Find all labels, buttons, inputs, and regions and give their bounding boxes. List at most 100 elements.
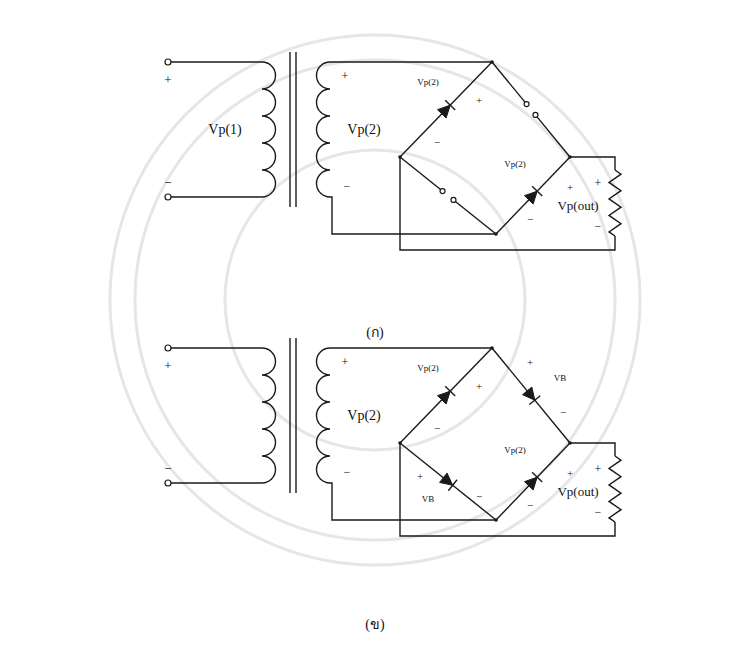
diode-symbol xyxy=(525,191,538,204)
open-diode-lead xyxy=(455,201,496,234)
diode-bar xyxy=(448,480,457,491)
junction-dot xyxy=(398,155,402,159)
wire xyxy=(171,347,262,348)
wire xyxy=(330,347,492,348)
open-contact xyxy=(440,189,445,194)
wire xyxy=(400,443,615,536)
junction-dot xyxy=(568,441,572,445)
polarity-mark: + xyxy=(595,463,602,475)
signal-label: Vp(2) xyxy=(347,123,380,137)
polarity-mark: − xyxy=(527,214,533,225)
watermark-ring xyxy=(110,35,640,565)
diode-bar xyxy=(529,396,540,405)
wire xyxy=(570,443,615,456)
wire xyxy=(400,157,615,250)
diode-lead xyxy=(400,348,492,443)
transformer-winding xyxy=(262,348,276,483)
junction-dot xyxy=(568,155,572,159)
polarity-mark: + xyxy=(476,95,482,106)
junction-dot xyxy=(490,346,494,350)
polarity-mark: + xyxy=(567,182,573,193)
polarity-mark: − xyxy=(434,423,440,434)
polarity-mark: + xyxy=(476,381,482,392)
transformer-winding xyxy=(262,62,276,197)
polarity-mark: − xyxy=(560,407,566,418)
transformer-winding xyxy=(317,62,331,197)
wire xyxy=(171,61,262,62)
input-terminal xyxy=(165,345,171,351)
transformer-core xyxy=(289,338,290,493)
wire xyxy=(330,197,496,234)
load-resistor xyxy=(609,456,621,522)
diode-symbol xyxy=(438,105,451,118)
signal-label: (ข) xyxy=(365,618,384,632)
junction-dot xyxy=(398,441,402,445)
signal-label: Vp(1) xyxy=(208,123,241,137)
diode-symbol xyxy=(525,477,538,490)
polarity-mark: − xyxy=(476,491,482,502)
diode-lead xyxy=(492,348,570,443)
open-diode-lead xyxy=(537,117,570,157)
polarity-mark: Vp(2) xyxy=(417,78,439,87)
diode-bar xyxy=(445,386,455,396)
diode-bar xyxy=(445,100,455,110)
diode-lead xyxy=(496,157,570,234)
polarity-mark: Vp(2) xyxy=(417,364,439,373)
polarity-mark: + xyxy=(567,468,573,479)
polarity-mark: − xyxy=(344,180,351,192)
wire xyxy=(330,483,496,520)
wire xyxy=(570,157,615,170)
open-diode-lead xyxy=(492,62,525,102)
open-contact xyxy=(533,112,538,117)
signal-label: Vp(2) xyxy=(347,409,380,423)
junction-dot xyxy=(494,232,498,236)
diode-lead xyxy=(400,62,492,157)
load-resistor xyxy=(609,170,621,236)
polarity-mark: + xyxy=(527,357,533,368)
watermark-ring xyxy=(135,60,615,540)
signal-label: + xyxy=(164,359,171,372)
transformer-core xyxy=(295,52,296,207)
transformer-core xyxy=(289,52,290,207)
diode-symbol xyxy=(438,391,451,404)
signal-label: Vp(out) xyxy=(557,485,598,498)
input-terminal xyxy=(165,59,171,65)
polarity-mark: + xyxy=(417,471,423,482)
polarity-mark: − xyxy=(527,500,533,511)
signal-label: (ก) xyxy=(366,326,383,340)
diode-symbol xyxy=(523,387,535,400)
diode-lead xyxy=(400,443,496,520)
polarity-mark: VB xyxy=(422,495,435,504)
diode-bar xyxy=(532,472,542,482)
signal-label: Vp(out) xyxy=(557,199,598,212)
wire xyxy=(330,61,492,62)
diode-lead xyxy=(496,443,570,520)
junction-dot xyxy=(490,60,494,64)
open-contact xyxy=(524,102,529,107)
wire xyxy=(171,482,262,483)
diode-symbol xyxy=(440,473,453,485)
bridge-rectifier xyxy=(165,52,621,250)
diode-bar xyxy=(532,186,542,196)
open-contact xyxy=(451,197,456,202)
polarity-mark: VB xyxy=(554,374,567,383)
polarity-mark: Vp(2) xyxy=(504,160,526,169)
polarity-mark: Vp(2) xyxy=(504,446,526,455)
watermark-seal xyxy=(110,35,640,565)
input-terminal xyxy=(165,480,171,486)
polarity-mark: + xyxy=(342,70,349,82)
bridge-rectifier xyxy=(165,338,621,536)
junction-dot xyxy=(494,518,498,522)
polarity-mark: − xyxy=(434,137,440,148)
input-terminal xyxy=(165,194,171,200)
transformer-winding xyxy=(317,348,331,483)
polarity-mark: − xyxy=(595,220,602,232)
transformer-core xyxy=(295,338,296,493)
polarity-mark: + xyxy=(595,177,602,189)
polarity-mark: + xyxy=(342,356,349,368)
signal-label: + xyxy=(164,73,171,86)
open-diode-lead xyxy=(400,157,441,190)
signal-label: − xyxy=(164,176,171,189)
